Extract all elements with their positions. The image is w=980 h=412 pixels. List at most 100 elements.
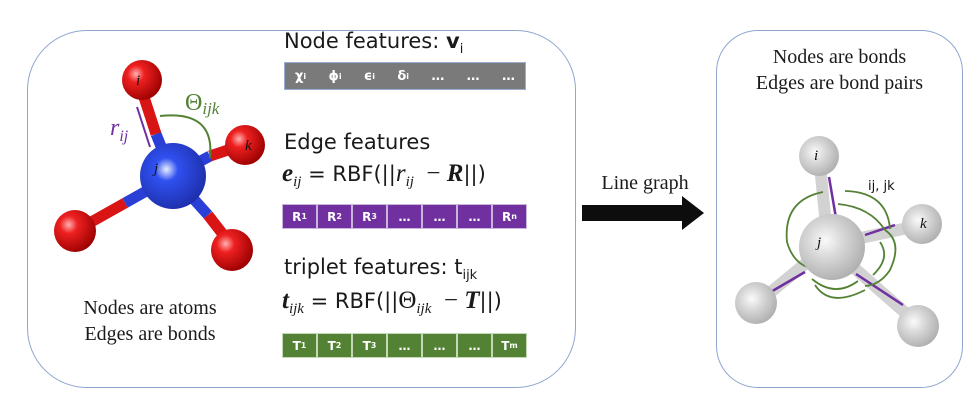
label-i: i: [814, 148, 818, 164]
triplet-features-cell: …: [422, 333, 457, 358]
edge-formula-close: ||): [463, 162, 486, 186]
edge-formula-var-sub: ij: [405, 174, 414, 190]
edge-features-heading: Edge features: [284, 130, 431, 154]
cell-symbol: χ: [295, 68, 304, 84]
triplet-formula-var: Θ: [398, 287, 417, 314]
node-j: [799, 214, 865, 280]
pair-arc-6: [814, 284, 866, 299]
triplet-formula-eq: =: [303, 289, 335, 313]
triplet-formula-lhs: t: [282, 287, 289, 314]
cell-subscript: i: [406, 71, 410, 81]
triplet-features-label: triplet features: t: [284, 255, 463, 279]
node-k: [902, 204, 942, 244]
cell-symbol: …: [501, 68, 515, 84]
cell-symbol: R: [292, 209, 302, 224]
node-lower-right: [897, 305, 939, 347]
cell-symbol: R: [362, 209, 372, 224]
line-graph-caption: Nodes are bonds Edges are bond pairs: [716, 44, 963, 96]
node-lower-left: [735, 282, 777, 324]
triplet-formula-fn: RBF(||: [334, 289, 399, 313]
pair-arc-3: [837, 203, 886, 231]
cell-symbol: R: [502, 209, 512, 224]
pair-arc-4: [864, 229, 897, 287]
pair-arc-2: [844, 190, 891, 230]
edge-feature-formula: eij = RBF(||rij − R||): [282, 160, 486, 191]
cell-symbol: R: [327, 209, 337, 224]
atom-lower-right: [211, 229, 253, 271]
triplet-formula-param: T: [464, 287, 480, 314]
bond-pair-arcs: [785, 190, 897, 299]
edge-formula-param: R: [446, 160, 464, 187]
triplet-features-heading: triplet features: tijk: [284, 255, 477, 283]
node-features-label: Node features:: [284, 29, 446, 53]
line-graph-molecule-illustration: i j k ij, jk: [735, 136, 942, 347]
line-graph-caption-line-1: Nodes are bonds: [772, 46, 907, 68]
node-features-cell: …: [467, 63, 480, 89]
cell-symbol: ϕ: [328, 68, 339, 84]
cell-subscript: 1: [301, 212, 307, 221]
cell-subscript: 3: [370, 341, 377, 350]
cell-symbol: ϵ: [363, 68, 373, 84]
cell-symbol: T: [501, 338, 510, 353]
cell-symbol: …: [466, 68, 480, 84]
cell-subscript: 2: [335, 341, 342, 350]
pair-arc-7: [811, 278, 859, 290]
triplet-features-cell: …: [457, 333, 492, 358]
line-graph-arrow-icon: [582, 196, 704, 230]
edge-features-cell: …: [457, 204, 492, 229]
cell-symbol: T: [327, 338, 336, 353]
cell-symbol: …: [433, 338, 446, 353]
atom-lower-left: [54, 210, 96, 252]
triplet-formula-close: ||): [479, 289, 502, 313]
cell-symbol: T: [292, 338, 301, 353]
distance-label: rij: [110, 115, 129, 145]
cell-symbol: T: [362, 338, 371, 353]
pair-arc-1: [785, 191, 824, 269]
cell-subscript: 2: [336, 212, 342, 221]
label-i: i: [136, 73, 140, 89]
cell-subscript: m: [509, 341, 518, 350]
bond-pair-label: ij, jk: [868, 179, 895, 194]
triplet-feature-formula: tijk = RBF(||Θijk − T||): [282, 287, 502, 318]
triplet-formula-var-sub: ijk: [416, 301, 432, 317]
edge-formula-minus: −: [413, 160, 447, 187]
cell-subscript: i: [303, 71, 307, 81]
cell-symbol: …: [433, 209, 446, 224]
cell-subscript: 3: [371, 212, 377, 221]
label-j: j: [152, 161, 158, 177]
atom-graph-caption: Nodes are atoms Edges are bonds: [50, 295, 250, 347]
node-features-heading: Node features: vi: [284, 29, 463, 57]
line-graph-label: Line graph: [601, 172, 689, 194]
atom-i: [122, 60, 162, 100]
node-i: [799, 136, 839, 176]
cell-subscript: i: [338, 71, 342, 81]
atom-graph-caption-line-1: Nodes are atoms: [83, 297, 217, 319]
label-k: k: [920, 216, 927, 232]
cell-subscript: 1: [300, 341, 307, 350]
cell-subscript: n: [511, 212, 517, 221]
atom-molecule-illustration: i j k rij Θijk: [54, 60, 265, 271]
edge-formula-lhs-sub: ij: [293, 174, 302, 190]
cell-symbol: δ: [397, 68, 407, 84]
cell-symbol: …: [398, 338, 411, 353]
line-graph-caption-line-2: Edges are bond pairs: [755, 72, 924, 94]
node-features-cell: …: [431, 63, 444, 89]
node-features-cell: …: [502, 63, 515, 89]
atom-j: [140, 143, 206, 209]
atom-k: [225, 125, 265, 165]
edge-formula-fn: RBF(||: [332, 162, 396, 186]
angle-label: Θijk: [185, 90, 220, 118]
